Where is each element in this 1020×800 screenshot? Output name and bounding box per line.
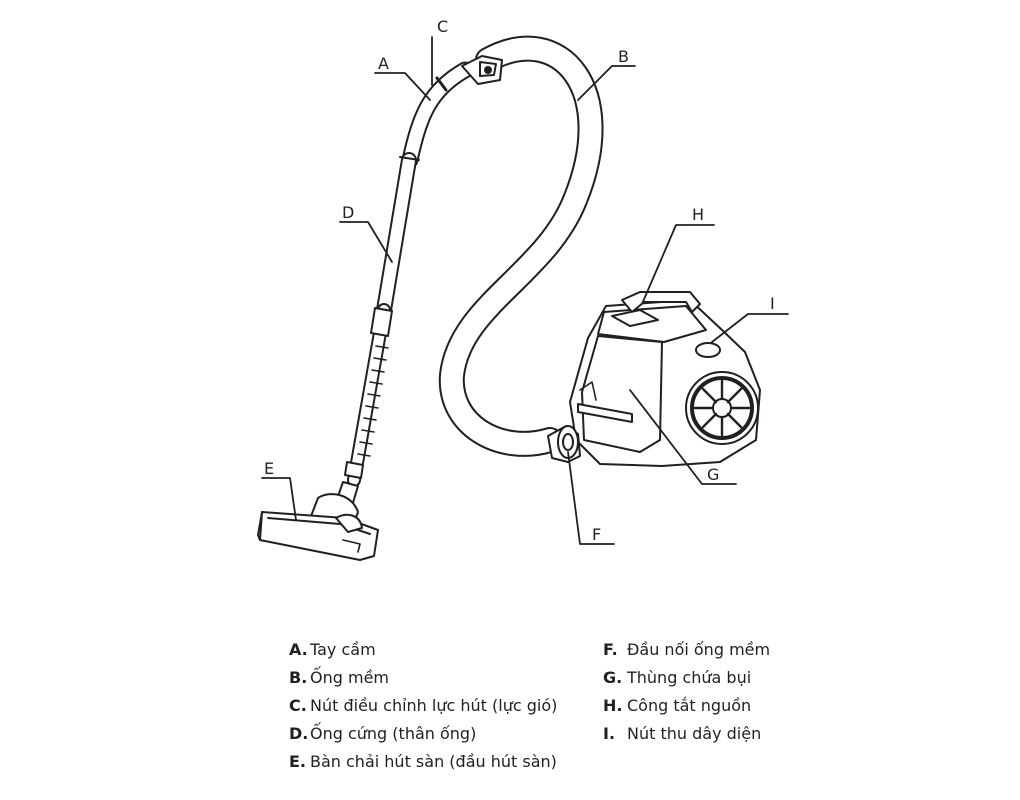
leader-lines	[261, 36, 789, 545]
legend-item-d: D.Ống cứng (thân ống)	[289, 720, 557, 748]
legend-text: Nút điều chỉnh lực hút (lực gió)	[310, 696, 558, 715]
callout-g: G	[707, 465, 719, 484]
legend-item-h: H.Công tắt nguồn	[603, 692, 770, 720]
legend-item-a: A.Tay cầm	[289, 636, 557, 664]
legend-key: E.	[289, 752, 307, 771]
floor-brush	[257, 481, 379, 561]
legend-text: Bàn chải hút sàn (đầu hút sàn)	[310, 752, 557, 771]
cord-rewind-button	[695, 342, 721, 358]
callout-a: A	[378, 54, 389, 73]
callout-f: F	[592, 525, 601, 544]
callout-b: B	[618, 47, 629, 66]
rigid-tube	[344, 152, 420, 487]
canister-body	[547, 291, 761, 467]
callout-e: E	[264, 459, 274, 478]
carry-handle	[621, 291, 701, 313]
legend-item-g: G.Thùng chứa bụi	[603, 664, 770, 692]
legend-item-c: C.Nút điều chỉnh lực hút (lực gió)	[289, 692, 557, 720]
callout-c: C	[437, 17, 448, 36]
legend-item-i: I. Nút thu dây diện	[603, 720, 770, 748]
legend-item-b: B.Ống mềm	[289, 664, 557, 692]
legend-item-e: E.Bàn chải hút sàn (đầu hút sàn)	[289, 748, 557, 776]
legend-text: Ống mềm	[310, 668, 389, 687]
legend-key: I.	[603, 724, 616, 743]
legend-right-column: F. Đầu nối ống mềm G.Thùng chứa bụi H.Côn…	[603, 636, 770, 748]
legend-key: C.	[289, 696, 307, 715]
legend-text: Tay cầm	[310, 640, 376, 659]
legend-key: F.	[603, 640, 618, 659]
flexible-hose	[438, 35, 604, 457]
canister-wheel	[685, 371, 759, 445]
legend-text: Đầu nối ống mềm	[627, 640, 771, 659]
callout-d: D	[342, 203, 354, 222]
legend-text: Ống cứng (thân ống)	[310, 724, 477, 743]
legend-key: G.	[603, 668, 623, 687]
legend-key: B.	[289, 668, 308, 687]
callout-h: H	[692, 205, 704, 224]
handle	[401, 55, 503, 169]
callout-i: I	[770, 294, 775, 313]
callout-letters: A B C D E F G H I	[264, 17, 775, 544]
legend-key: A.	[289, 640, 308, 659]
legend-text: Thùng chứa bụi	[627, 668, 752, 687]
legend-key: D.	[289, 724, 309, 743]
legend-text: Nút thu dây diện	[627, 724, 762, 743]
vacuum-cleaner-diagram: A B C D E F G H I	[257, 17, 789, 561]
legend-key: H.	[603, 696, 623, 715]
legend-left-column: A.Tay cầm B.Ống mềm C.Nút điều chỉnh lực…	[289, 636, 557, 776]
legend-text: Công tắt nguồn	[627, 696, 752, 715]
legend-item-f: F. Đầu nối ống mềm	[603, 636, 770, 664]
